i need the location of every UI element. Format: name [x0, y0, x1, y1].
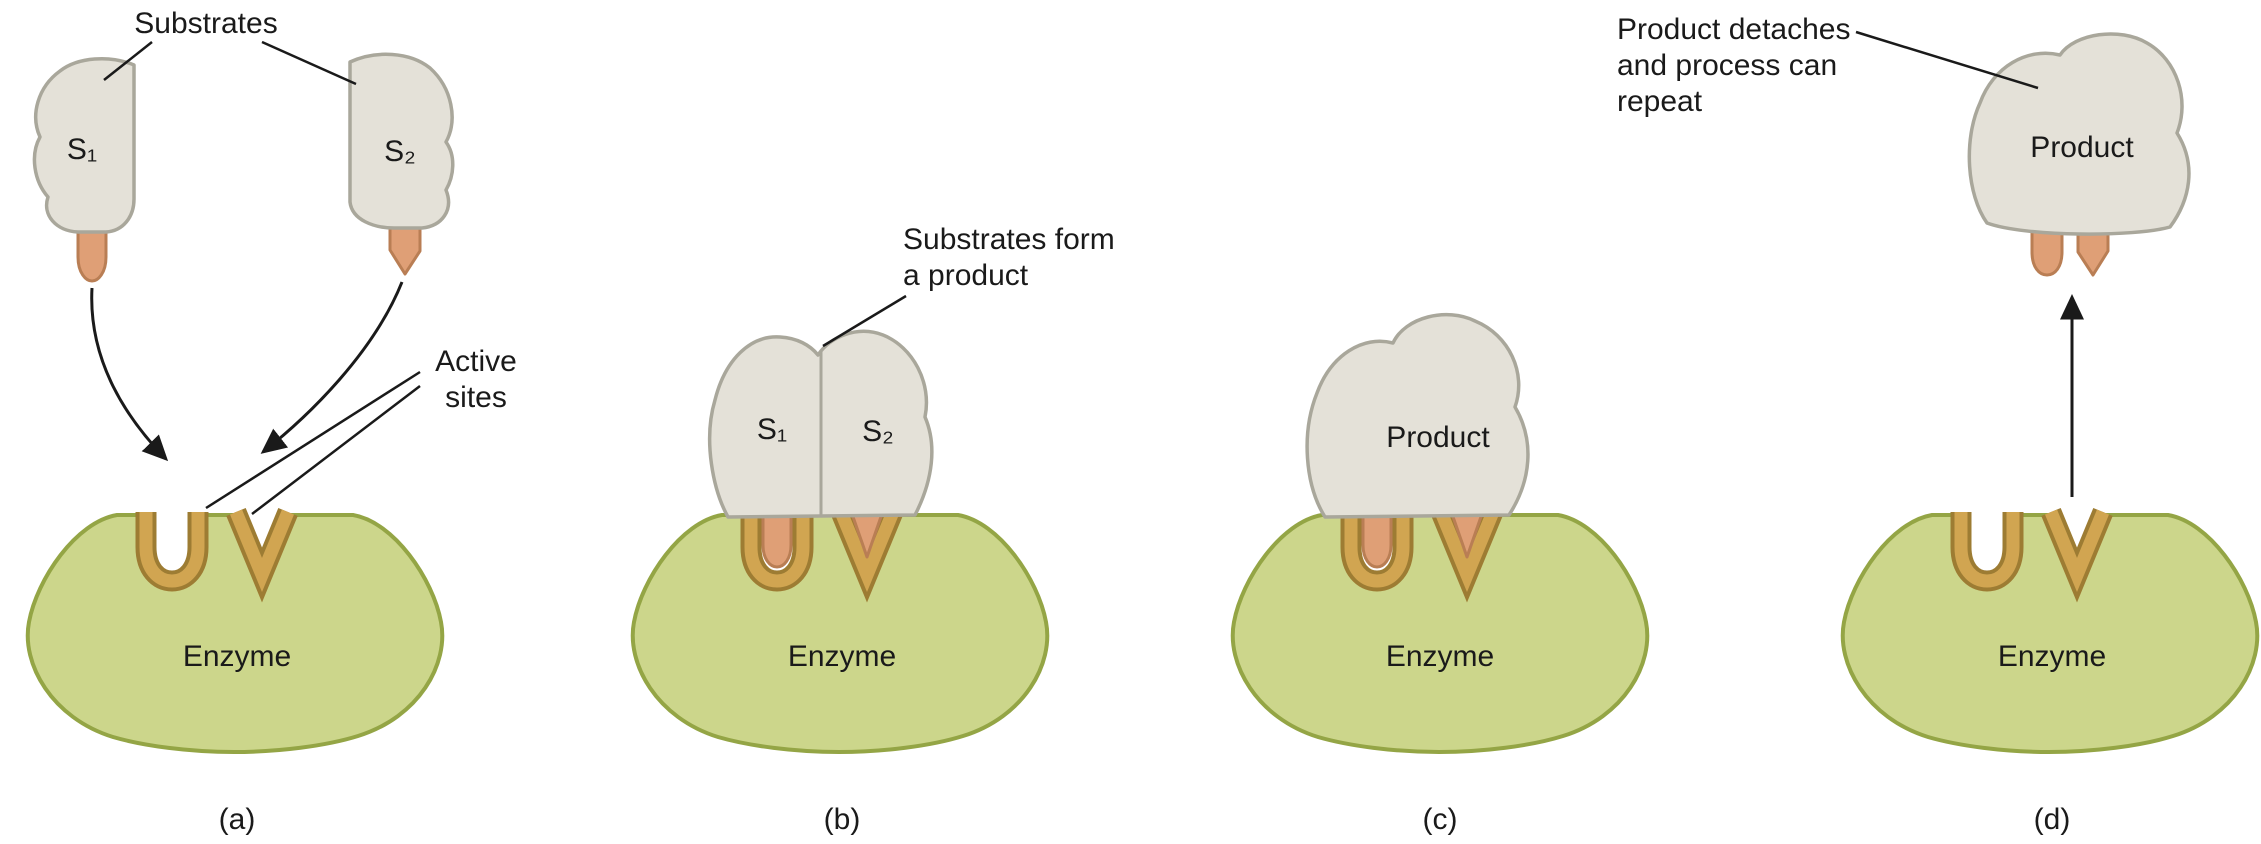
enzyme-label-b: Enzyme	[787, 640, 897, 673]
product-body-c	[1305, 312, 1530, 519]
enzyme-label-d: Enzyme	[1997, 640, 2107, 673]
substrates-label: Substrates	[134, 7, 278, 40]
product-round-tip-d	[2030, 223, 2064, 277]
panel-letter-d: (d)	[2033, 803, 2071, 836]
enzyme-shape-d	[1843, 512, 2258, 752]
product-detaches-pointer-line	[1855, 30, 2039, 90]
substrates-pointer-line-right	[261, 40, 357, 86]
panel-b	[633, 294, 1048, 752]
substrate-2-label-b: S₂	[862, 415, 894, 448]
enzyme-shape-c	[1233, 512, 1648, 752]
panel-letter-c: (c)	[1422, 803, 1458, 836]
substrate-1-label-a: S₁	[66, 133, 98, 166]
enzyme-label-c: Enzyme	[1385, 640, 1495, 673]
panel-letter-b: (b)	[823, 803, 861, 836]
panel-c	[1233, 312, 1648, 752]
substrate-2-body	[348, 52, 455, 230]
substrates-form-pointer-line	[822, 294, 907, 348]
substrate-1-binding-arrow	[90, 287, 169, 462]
substrate-2-binding-arrow	[260, 281, 404, 454]
substrates-pointer-line-left	[103, 41, 153, 81]
substrate-1-label-b: S₁	[756, 413, 788, 446]
active-sites-label: Active sites	[435, 345, 517, 414]
panel-a	[28, 40, 455, 752]
product-label-d: Product	[2030, 131, 2134, 164]
active-sites-pointer-line-2	[251, 385, 421, 515]
substrate-1-body	[32, 57, 136, 234]
substrate-2-shape	[348, 52, 455, 276]
substrate-1-shape	[32, 57, 136, 283]
panel-d	[1843, 30, 2258, 752]
enzyme-shape-a	[28, 512, 443, 752]
product-detaches-caption: Product detaches and process can repeat	[1617, 13, 1851, 118]
substrate-1-round-tip	[76, 227, 108, 283]
enzyme-shape-b	[633, 512, 1048, 752]
substrate-2-label-a: S₂	[384, 135, 416, 168]
panel-letter-a: (a)	[218, 803, 256, 836]
substrates-form-caption: Substrates form a product	[903, 223, 1115, 292]
substrate-2-pointed-tip	[388, 223, 422, 276]
active-sites-pointer-line-1	[205, 370, 421, 510]
product-label-c: Product	[1386, 421, 1490, 454]
enzyme-label-a: Enzyme	[182, 640, 292, 673]
